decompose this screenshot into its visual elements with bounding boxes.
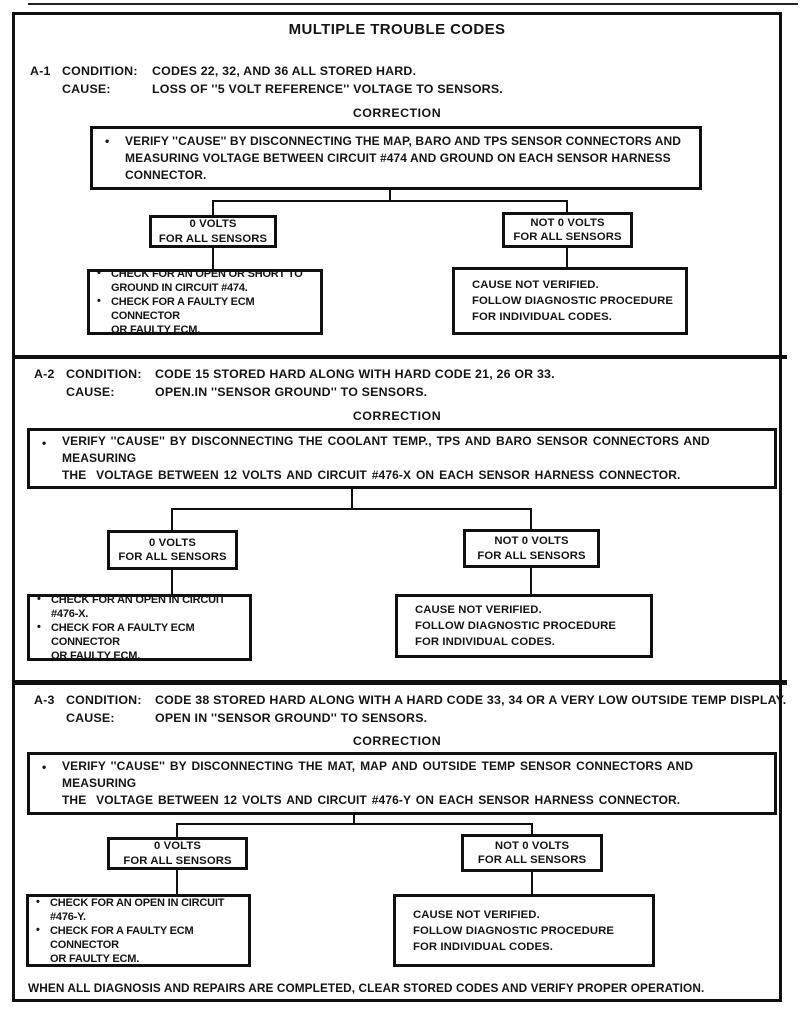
section-id: A-1 (30, 64, 51, 78)
action-box-right: CAUSE NOT VERIFIED. FOLLOW DIAGNOSTIC PR… (395, 594, 653, 658)
condition-label: CONDITION: (66, 367, 142, 381)
connector-line (171, 569, 173, 595)
cause-text: OPEN IN ''SENSOR GROUND'' TO SENSORS. (155, 711, 428, 725)
correction-box: • VERIFY ''CAUSE'' BY DISCONNECTING THE … (90, 126, 702, 190)
connector-line (212, 247, 214, 270)
condition-text: CODE 15 STORED HARD ALONG WITH HARD CODE… (155, 367, 555, 381)
bullet-icon: • (37, 592, 41, 605)
cause-text: LOSS OF ''5 VOLT REFERENCE'' VOLTAGE TO … (152, 82, 503, 96)
correction-text: VERIFY ''CAUSE'' BY DISCONNECTING THE MA… (62, 759, 694, 807)
section-id: A-2 (34, 367, 55, 381)
correction-text: VERIFY ''CAUSE'' BY DISCONNECTING THE MA… (125, 133, 682, 182)
section-divider (15, 680, 787, 685)
action-item: • CHECK FOR A FAULTY ECM CONNECTOR OR FA… (36, 924, 244, 966)
cause-label: CAUSE: (62, 82, 111, 96)
action-item-text: CHECK FOR AN OPEN IN CIRCUIT #476-Y. (50, 896, 225, 923)
action-item-text: CHECK FOR A FAULTY ECM CONNECTOR OR FAUL… (50, 924, 194, 965)
branch-box-0-volts: 0 VOLTS FOR ALL SENSORS (107, 530, 238, 570)
action-box-right: CAUSE NOT VERIFIED. FOLLOW DIAGNOSTIC PR… (393, 894, 655, 967)
page-border-frame (12, 12, 782, 1002)
condition-text: CODE 38 STORED HARD ALONG WITH A HARD CO… (155, 693, 787, 707)
page-title: MULTIPLE TROUBLE CODES (288, 21, 506, 38)
action-box-right: CAUSE NOT VERIFIED. FOLLOW DIAGNOSTIC PR… (452, 267, 688, 335)
correction-box: • VERIFY ''CAUSE'' BY DISCONNECTING THE … (27, 428, 777, 489)
connector-line (176, 823, 178, 838)
connector-line (531, 823, 533, 835)
connector-line (389, 188, 391, 202)
bullet-icon: • (36, 923, 40, 936)
connector-line (171, 508, 173, 531)
section-id: A-3 (34, 693, 55, 707)
connector-line (171, 508, 532, 510)
condition-label: CONDITION: (62, 64, 138, 78)
correction-label: CORRECTION (352, 734, 442, 748)
cause-text: OPEN.IN ''SENSOR GROUND'' TO SENSORS. (155, 385, 428, 399)
condition-label: CONDITION: (66, 693, 142, 707)
action-item: • CHECK FOR AN OPEN OR SHORT TO GROUND I… (97, 267, 316, 295)
action-right-text: CAUSE NOT VERIFIED. FOLLOW DIAGNOSTIC PR… (472, 279, 674, 323)
scan-edge-artifact (28, 3, 798, 5)
action-box-left: • CHECK FOR AN OPEN IN CIRCUIT #476-Y. •… (26, 894, 251, 967)
bullet-icon: • (97, 267, 101, 279)
branch-box-not-0-volts: NOT 0 VOLTS FOR ALL SENSORS (502, 212, 633, 248)
branch-box-not-0-volts: NOT 0 VOLTS FOR ALL SENSORS (463, 529, 600, 568)
connector-line (176, 869, 178, 895)
bullet-icon: • (97, 295, 101, 307)
branch-box-0-volts: 0 VOLTS FOR ALL SENSORS (107, 837, 248, 870)
cause-label: CAUSE: (66, 385, 115, 399)
connector-line (212, 200, 214, 216)
connector-line (212, 200, 568, 202)
action-item-text: CHECK FOR AN OPEN OR SHORT TO GROUND IN … (111, 268, 303, 294)
action-right-text: CAUSE NOT VERIFIED. FOLLOW DIAGNOSTIC PR… (415, 604, 617, 648)
connector-line (566, 247, 568, 268)
bullet-icon: • (37, 620, 41, 633)
connector-line (176, 823, 533, 825)
action-box-left: • CHECK FOR AN OPEN IN CIRCUIT #476-X. •… (27, 593, 252, 663)
connector-line (566, 200, 568, 213)
action-item-text: CHECK FOR A FAULTY ECM CONNECTOR OR FAUL… (51, 621, 195, 662)
footer-note: WHEN ALL DIAGNOSIS AND REPAIRS ARE COMPL… (28, 981, 705, 995)
bullet-icon: • (42, 436, 47, 450)
cause-label: CAUSE: (66, 711, 115, 725)
action-item: • CHECK FOR AN OPEN IN CIRCUIT #476-X. (37, 593, 245, 621)
action-item-text: CHECK FOR A FAULTY ECM CONNECTOR OR FAUL… (111, 296, 255, 336)
action-box-left: • CHECK FOR AN OPEN OR SHORT TO GROUND I… (87, 267, 323, 337)
correction-box: • VERIFY ''CAUSE'' BY DISCONNECTING THE … (27, 752, 777, 815)
action-item-text: CHECK FOR AN OPEN IN CIRCUIT #476-X. (51, 593, 226, 620)
branch-box-not-0-volts: NOT 0 VOLTS FOR ALL SENSORS (461, 834, 603, 872)
connector-line (351, 487, 353, 510)
correction-label: CORRECTION (352, 106, 442, 120)
bullet-icon: • (42, 760, 47, 774)
action-item: • CHECK FOR A FAULTY ECM CONNECTOR OR FA… (97, 295, 316, 337)
branch-box-0-volts: 0 VOLTS FOR ALL SENSORS (149, 215, 277, 248)
connector-line (530, 508, 532, 530)
bullet-icon: • (36, 895, 40, 908)
action-item: • CHECK FOR AN OPEN IN CIRCUIT #476-Y. (36, 896, 244, 924)
condition-text: CODES 22, 32, AND 36 ALL STORED HARD. (152, 64, 417, 78)
connector-line (530, 567, 532, 595)
action-item: • CHECK FOR A FAULTY ECM CONNECTOR OR FA… (37, 621, 245, 663)
section-divider (15, 355, 787, 359)
correction-text: VERIFY ''CAUSE'' BY DISCONNECTING THE CO… (62, 434, 710, 482)
connector-line (353, 813, 355, 825)
bullet-icon: • (105, 134, 110, 148)
correction-label: CORRECTION (352, 409, 442, 423)
connector-line (531, 871, 533, 895)
action-right-text: CAUSE NOT VERIFIED. FOLLOW DIAGNOSTIC PR… (413, 908, 615, 953)
